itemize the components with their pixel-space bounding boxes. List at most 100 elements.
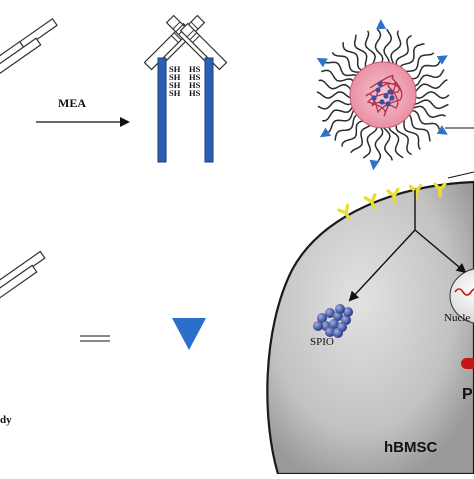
heavy-chain-left: [157, 57, 167, 163]
peg-chain: [331, 52, 363, 74]
thiol-right-1: HS: [189, 64, 201, 74]
peg-chain: [374, 124, 384, 162]
mea-label: MEA: [58, 96, 86, 110]
peg-chain: [362, 124, 378, 159]
cell-label: hBMSC: [384, 439, 437, 456]
peg-chain: [388, 124, 404, 159]
core-spio-dot: [379, 99, 385, 105]
cell-membrane: [266, 180, 474, 476]
core-spio-dot: [389, 95, 395, 101]
core-spio-dot: [387, 89, 393, 95]
peg-tip-triangles: [316, 19, 448, 171]
internalization-arrows: [348, 190, 467, 302]
micelle: [316, 19, 450, 171]
peg-chain: [321, 69, 356, 85]
peg-chain: [341, 119, 367, 147]
peg-chain: [398, 42, 425, 71]
peg-chain: [407, 61, 441, 80]
peg-chain: [395, 121, 413, 156]
nucleus: Nucle: [444, 268, 474, 324]
nucleus-label: Nucle: [444, 312, 470, 324]
thiol-left-1: SH: [169, 64, 181, 74]
spio-particle: [317, 313, 327, 323]
spio-particle: [343, 307, 353, 317]
plasmid-pill-icon: [461, 358, 474, 369]
peg-chain: [406, 112, 431, 142]
peg-chains: [316, 28, 450, 162]
peg-chain: [353, 34, 368, 70]
antibody-top-left-partial: [0, 17, 58, 81]
spio-cluster: [313, 304, 353, 338]
peg-chain: [334, 113, 361, 141]
peg-chain: [411, 69, 445, 87]
peg-chain: [364, 30, 376, 68]
peg-tip-icon: [369, 159, 380, 171]
antibody-label: dy: [0, 414, 12, 426]
peg-chain: [402, 116, 421, 150]
core-spio-dot: [385, 101, 391, 107]
peg-chain: [412, 91, 450, 99]
core-spio-dot: [375, 87, 381, 93]
thiol-right-4: HS: [189, 88, 201, 98]
peg-chain: [390, 30, 402, 68]
peg-chain: [318, 79, 354, 93]
peg-chain: [409, 105, 446, 118]
peg-chain: [316, 91, 354, 99]
p-label: P: [462, 386, 473, 403]
peg-chain: [408, 109, 441, 130]
peg-chain: [350, 122, 374, 154]
peg-chain: [381, 124, 393, 161]
mea-reaction-arrow: MEA: [36, 96, 130, 127]
peg-chain: [374, 28, 384, 66]
thiol-left-4: SH: [169, 88, 181, 98]
leader-line-2: [447, 171, 474, 179]
peg-tip-icon: [316, 57, 328, 68]
thiol-right-2: HS: [189, 72, 201, 82]
thiol-left-2: SH: [169, 72, 181, 82]
core-spio-dot: [377, 81, 383, 87]
peg-tip-icon: [376, 19, 387, 30]
hbmsc-cell: SPIO Nucle P hBMSC: [266, 180, 474, 476]
antibody-bottom-left-partial: [0, 250, 46, 305]
spio-particle: [325, 308, 335, 318]
heavy-chain-right: [204, 57, 214, 163]
peg-tip-icon: [436, 125, 448, 135]
peg-tip-icon: [436, 55, 448, 65]
receptor-icon: [386, 187, 400, 204]
core-spio-dot: [371, 95, 377, 101]
reduced-antibody: SH SH SH SH HS HS HS HS: [143, 14, 228, 163]
equals-sign: [80, 335, 110, 342]
antibody-right-arm: [165, 14, 228, 71]
peg-chain: [411, 99, 449, 110]
surface-receptors: [337, 182, 447, 220]
ligand-triangle-icon: [172, 318, 206, 350]
peg-chain: [317, 99, 355, 110]
peg-tip-icon: [319, 127, 332, 138]
spio-particle: [333, 328, 343, 338]
peg-chain: [327, 107, 357, 133]
core-spio-dot: [383, 93, 389, 99]
spio-particle: [329, 319, 339, 329]
plasmid-dna-icon: [454, 288, 474, 296]
spio-label: SPIO: [310, 336, 334, 348]
core-polymer-tangle: [365, 74, 403, 117]
spio-particle: [335, 304, 345, 314]
thiol-right-3: HS: [189, 80, 201, 90]
peg-chain: [322, 103, 355, 122]
receptor-icon: [337, 203, 351, 220]
peg-chain: [395, 34, 413, 69]
peg-chain: [383, 28, 393, 66]
peg-chain: [342, 42, 366, 72]
receptor-icon: [433, 182, 447, 198]
peg-chain: [402, 52, 435, 74]
spio-particle: [313, 321, 323, 331]
peg-chain: [412, 79, 448, 94]
thiol-labels: SH SH SH SH HS HS HS HS: [169, 64, 201, 98]
spio-particle: [325, 327, 335, 337]
micelle-core: [349, 61, 417, 129]
peg-chain: [325, 61, 360, 78]
thiol-left-3: SH: [169, 80, 181, 90]
receptor-icon: [363, 193, 377, 210]
